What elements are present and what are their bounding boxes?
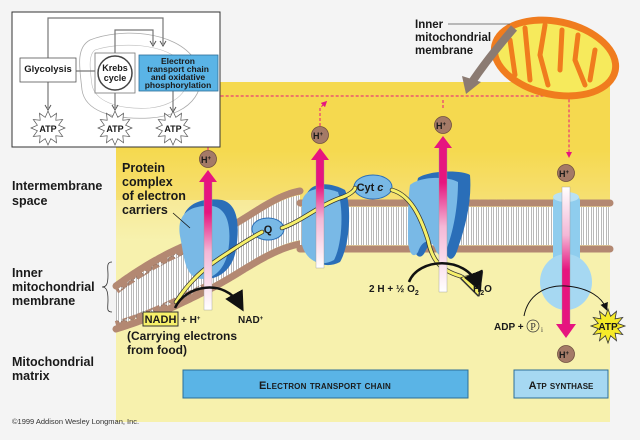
oxygen-equation: 2 H + ½ O2 [369, 284, 419, 297]
svg-text:mitochondrial: mitochondrial [415, 32, 491, 44]
nadh-reaction-arrow [173, 286, 244, 312]
proton-ball-5: H+ [557, 345, 575, 363]
svg-text:H+: H+ [313, 131, 324, 141]
inset-atp-2: ATP [106, 124, 123, 134]
svg-text:carriers: carriers [122, 203, 168, 217]
atp-product-starburst: ATP [589, 307, 627, 345]
proton-pump-arrow-2 [311, 148, 329, 269]
svg-text:ADP +: ADP + [494, 322, 524, 333]
proton-ball-4: H+ [557, 164, 575, 182]
inset-etc-label: Electron [161, 56, 195, 66]
mitochondrion-illustration [462, 16, 620, 100]
nad-label: NAD+ [238, 315, 264, 326]
svg-text:Protein: Protein [122, 161, 165, 175]
svg-text:Mitochondrial: Mitochondrial [12, 355, 94, 369]
svg-text:H+: H+ [201, 155, 212, 165]
svg-text:i: i [541, 326, 543, 334]
svg-text:matrix: matrix [12, 369, 50, 383]
inset-krebs-label: Krebs [102, 63, 128, 73]
svg-text:and oxidative: and oxidative [151, 72, 206, 82]
nadh-box [142, 311, 179, 327]
nadh-label-group: NADH + H+ (Carrying electrons from food) [127, 311, 237, 357]
svg-text:Atp synthase: Atp synthase [529, 380, 594, 392]
svg-text:Inner: Inner [415, 19, 444, 31]
svg-text:complex: complex [122, 175, 173, 189]
svg-text:cycle: cycle [104, 73, 127, 83]
svg-text:membrane: membrane [12, 294, 75, 308]
proton-ball-3: H+ [434, 116, 452, 134]
svg-text:+ H+: + H+ [181, 315, 201, 326]
proton-ball-1: H+ [199, 150, 217, 168]
side-label-intermembrane: Intermembrane space [12, 179, 102, 208]
svg-text:H+: H+ [436, 121, 447, 131]
proton-pump-arrow-3 [434, 136, 452, 293]
inset-glycolysis-label: Glycolysis [24, 64, 72, 75]
side-label-matrix: Mitochondrial matrix [12, 355, 94, 383]
svg-text:transport chain: transport chain [147, 64, 209, 74]
svg-text:NADH: NADH [145, 314, 177, 326]
svg-text:H+: H+ [559, 169, 570, 179]
proton-ball-2: H+ [311, 126, 329, 144]
water-label: H2O [473, 284, 492, 297]
svg-text:ATP: ATP [598, 322, 618, 333]
proton-pump-arrow-1 [199, 170, 217, 311]
svg-text:Intermembrane: Intermembrane [12, 179, 102, 193]
proton-synthase-arrow [556, 186, 576, 338]
svg-text:of electron: of electron [122, 189, 186, 203]
adp-pi-label: ADP + P i [494, 319, 543, 334]
svg-text:(Carrying electrons: (Carrying electrons [127, 329, 237, 343]
inset-atp-1: ATP [39, 124, 56, 134]
callout-inner-membrane: Inner mitochondrial membrane [415, 19, 510, 57]
q-label: Q [264, 224, 273, 236]
adp-reaction-arrow [523, 285, 608, 317]
svg-text:phosphorylation: phosphorylation [145, 80, 212, 90]
svg-text:Inner: Inner [12, 266, 43, 280]
svg-text:space: space [12, 194, 47, 208]
side-label-inner-membrane: Inner mitochondrial membrane [12, 261, 113, 313]
svg-text:from food): from food) [127, 343, 187, 357]
membrane-brace [101, 261, 113, 313]
svg-text:Electron transport chain: Electron transport chain [259, 380, 391, 392]
inset-overview: Glycolysis Krebs cycle Electron transpor… [11, 11, 221, 148]
svg-text:membrane: membrane [415, 45, 473, 57]
inset-atp-3: ATP [164, 124, 181, 134]
atp-synthase-banner: Atp synthase [513, 369, 609, 399]
svg-text:mitochondrial: mitochondrial [12, 280, 95, 294]
svg-text:H+: H+ [559, 350, 570, 360]
oxygen-reaction-arrow [407, 262, 483, 292]
etc-banner: Electron transport chain [182, 369, 469, 399]
protein-complex-label: Protein complex of electron carriers [122, 161, 191, 229]
svg-text:P: P [530, 322, 536, 333]
copyright-text: ©1999 Addison Wesley Longman, Inc. [12, 417, 139, 426]
